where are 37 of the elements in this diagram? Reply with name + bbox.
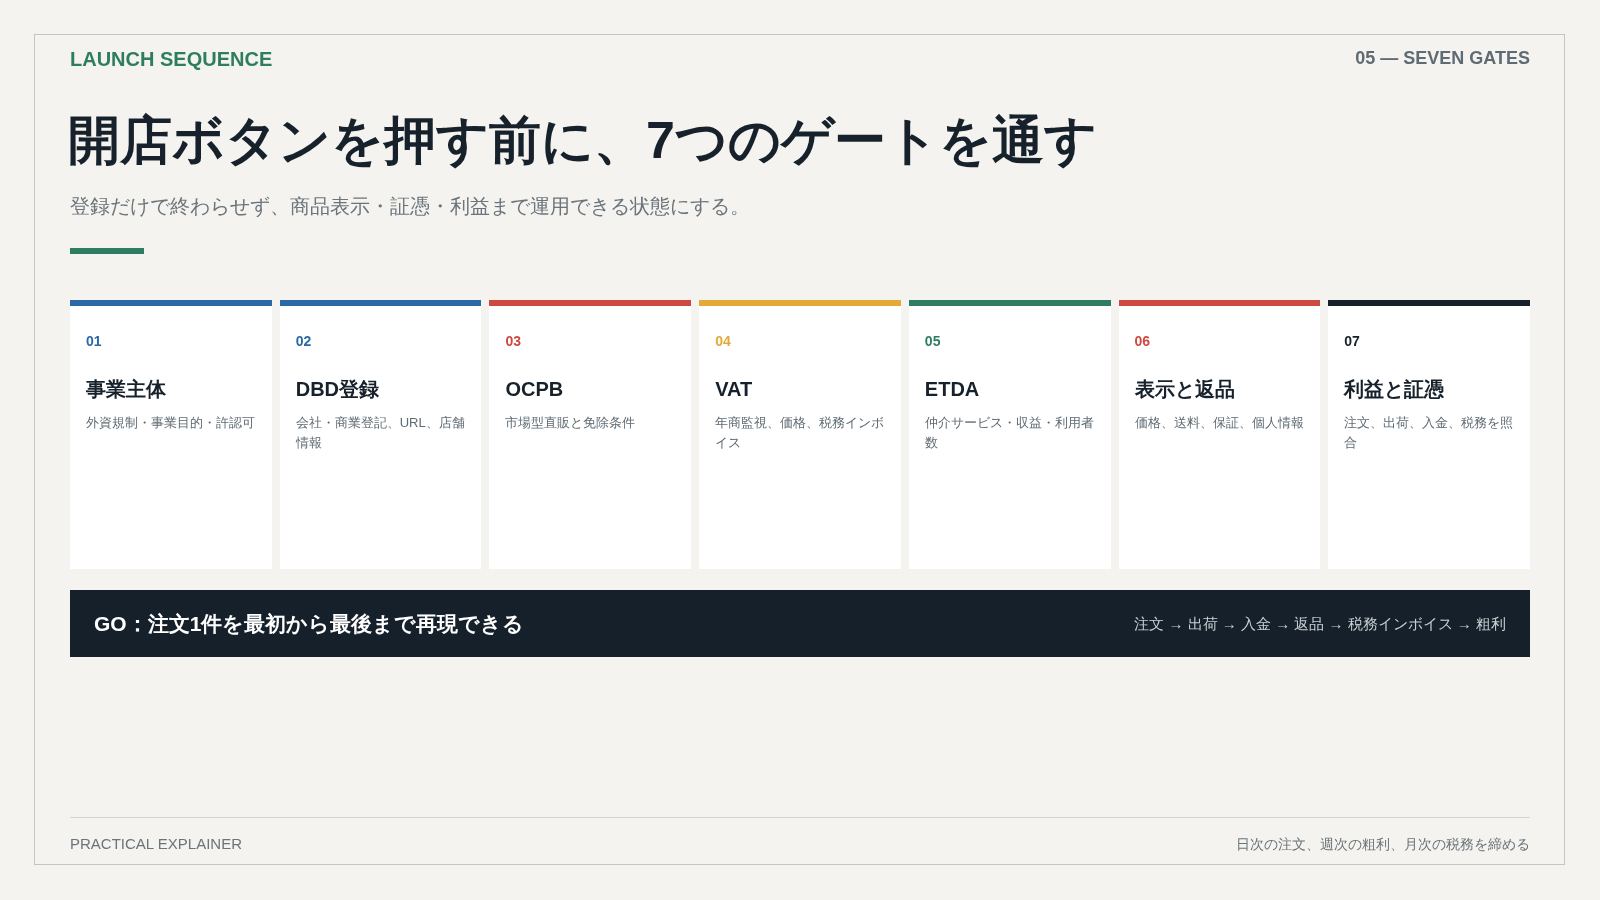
subtitle: 登録だけで終わらせず、商品表示・証憑・利益まで運用できる状態にする。 [70, 195, 750, 219]
footer-text: PRACTICAL EXPLAINER [70, 835, 242, 853]
footer-note: 日次の注文、週次の粗利、月次の税務を締める [1236, 836, 1530, 853]
card-heading: 事業主体 [86, 377, 166, 401]
card-description: 外資規制・事業目的・許認可 [86, 414, 255, 432]
card-description: 注文、出荷、入金、税務を照合 [1344, 414, 1515, 452]
card-heading: DBD登録 [295, 377, 380, 401]
card-description: 価格、送料、保証、個人情報 [1134, 414, 1304, 432]
gate-card [1328, 300, 1530, 569]
card-heading: ETDA [924, 377, 980, 401]
section-label: LAUNCH SEQUENCE [70, 47, 273, 71]
card-heading: 表示と返品 [1134, 377, 1235, 401]
step-number: 07 [1344, 333, 1360, 350]
go-banner [70, 590, 1530, 657]
gate-card [908, 300, 1111, 569]
step-number: 01 [86, 333, 102, 350]
step-number: 04 [715, 333, 731, 350]
card-description: 仲介サービス・収益・利用者数 [924, 414, 1095, 452]
gate-card [70, 300, 272, 569]
gate-card [279, 300, 482, 569]
step-number: 06 [1134, 333, 1151, 350]
card-description: 会社・商業登記、URL、店舗情報 [295, 414, 466, 452]
card-heading: OCPB [505, 377, 564, 401]
step-number: 05 [924, 333, 941, 350]
title: 開店ボタンを押す前に、7つのゲートを通す [68, 110, 1097, 171]
gate-card [489, 300, 692, 569]
flow-sequence: 注文 → 出荷 → 入金 → 返品 → 税務インボイス → 粗利 [1134, 614, 1506, 633]
banner-heading: GO：注文1件を最初から最後まで再現できる [94, 610, 525, 637]
card-heading: VAT [715, 377, 753, 401]
step-number: 02 [295, 333, 312, 350]
card-heading: 利益と証憑 [1344, 377, 1445, 401]
section-marker: 05 — SEVEN GATES [1355, 48, 1530, 70]
gate-card [1118, 300, 1321, 569]
gate-card [699, 300, 901, 569]
card-description: 年商監視、価格、税務インボイス [715, 414, 886, 452]
step-number: 03 [505, 333, 521, 350]
card-description: 市場型直販と免除条件 [505, 414, 636, 432]
